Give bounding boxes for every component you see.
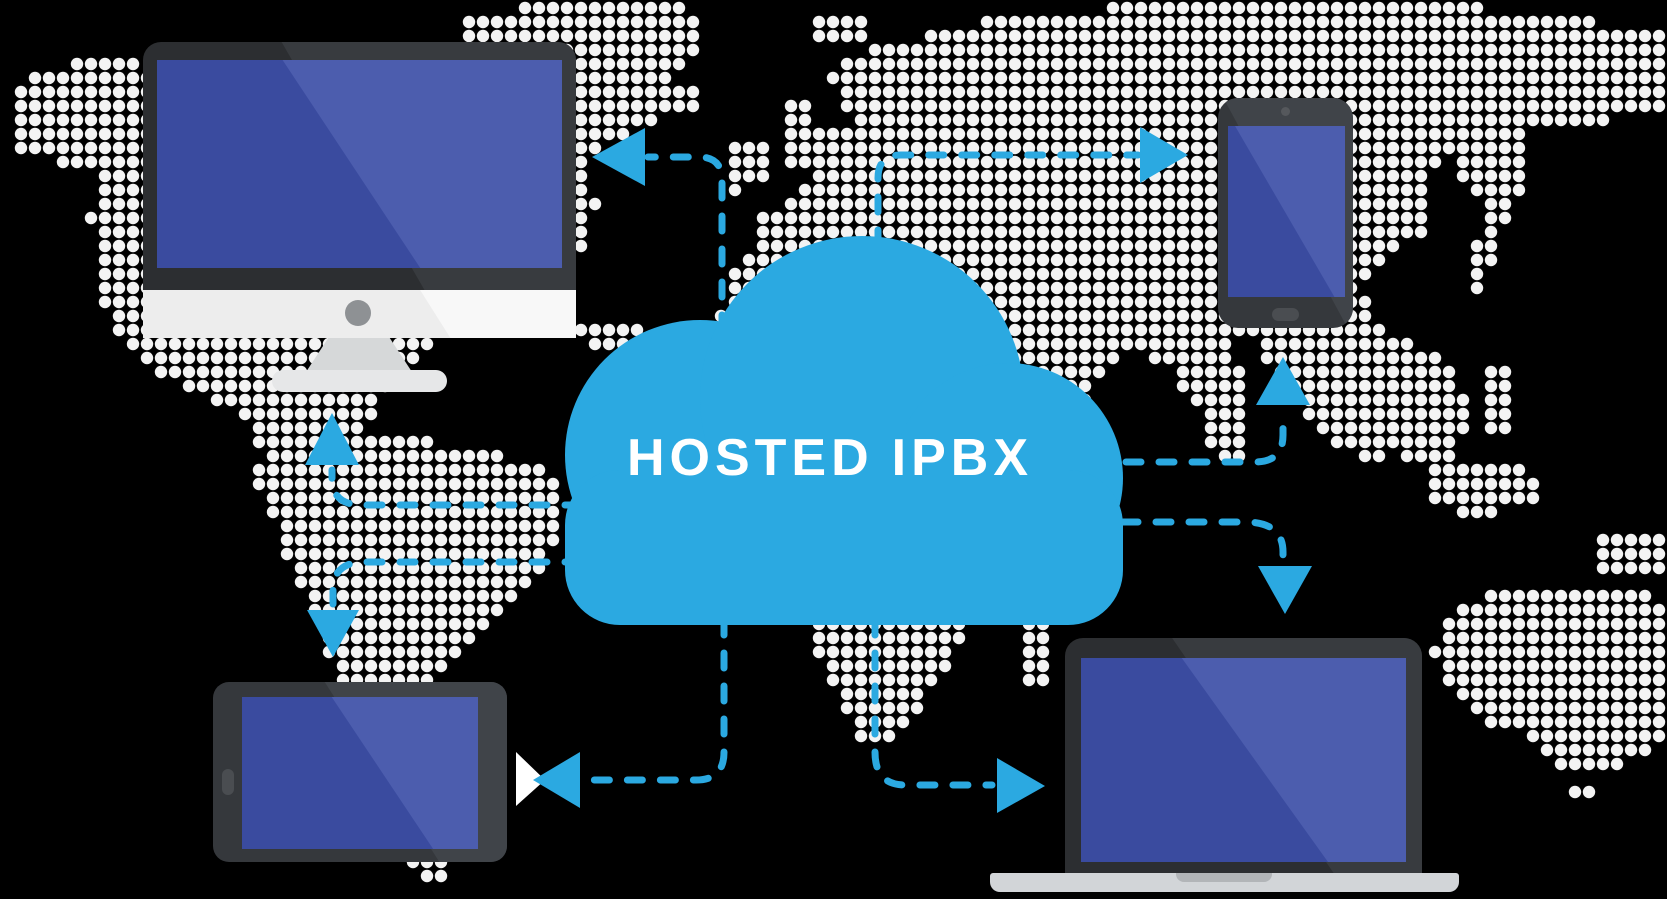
connector-cloud-to-phone-top — [874, 127, 1188, 249]
tablet — [213, 682, 507, 862]
laptop — [990, 638, 1459, 892]
desktop-screen — [157, 60, 562, 268]
arrow-left-icon — [592, 128, 645, 186]
arrow-white-right-icon — [516, 752, 545, 806]
desktop-computer — [143, 42, 576, 394]
desktop-logo-dot — [345, 300, 371, 326]
connector-cloud-to-desktop-top — [592, 128, 726, 334]
smartphone — [1218, 98, 1353, 328]
arrow-down-icon — [1258, 566, 1312, 614]
smartphone-screen — [1228, 126, 1345, 297]
smartphone-screen-glare — [1235, 126, 1345, 297]
arrow-up-icon — [305, 413, 359, 465]
arrow-right-icon — [997, 758, 1045, 813]
laptop-base-notch — [1176, 873, 1272, 882]
connector-cloud-to-laptop-right — [1086, 518, 1312, 614]
cloud-title-primary: HOSTED — [626, 429, 874, 487]
connector-cloud-to-laptop-bottom — [871, 616, 1045, 813]
tablet-screen-glare — [331, 697, 478, 849]
connector-cloud-to-tablet-left — [307, 558, 584, 657]
desktop-chin — [143, 290, 576, 338]
connector-cloud-to-desktop-left — [305, 413, 584, 509]
laptop-screen-glare — [1181, 658, 1406, 862]
laptop-screen — [1081, 658, 1406, 862]
arrow-right-icon — [1140, 127, 1188, 183]
smartphone-camera-icon — [1281, 107, 1290, 116]
tablet-screen — [242, 697, 478, 849]
laptop-bezel — [1065, 638, 1422, 877]
desktop-stand-neck — [306, 338, 412, 372]
smartphone-home-button — [1272, 308, 1299, 321]
tablet-home-button — [222, 769, 234, 795]
arrow-down-icon — [307, 610, 359, 657]
arrow-left-icon — [533, 752, 580, 808]
cloud-title: HOSTED IPBX — [545, 428, 1115, 488]
arrow-up-icon — [1256, 357, 1310, 405]
desktop-chin-glare — [420, 290, 576, 338]
laptop-base — [990, 873, 1459, 892]
connector-cloud-to-phone-right — [1056, 357, 1310, 466]
desktop-stand-base — [272, 370, 447, 392]
cloud-title-secondary: IPBX — [891, 429, 1034, 487]
desktop-screen-glare — [282, 60, 562, 268]
connector-cloud-to-tablet-bottom — [516, 616, 728, 808]
